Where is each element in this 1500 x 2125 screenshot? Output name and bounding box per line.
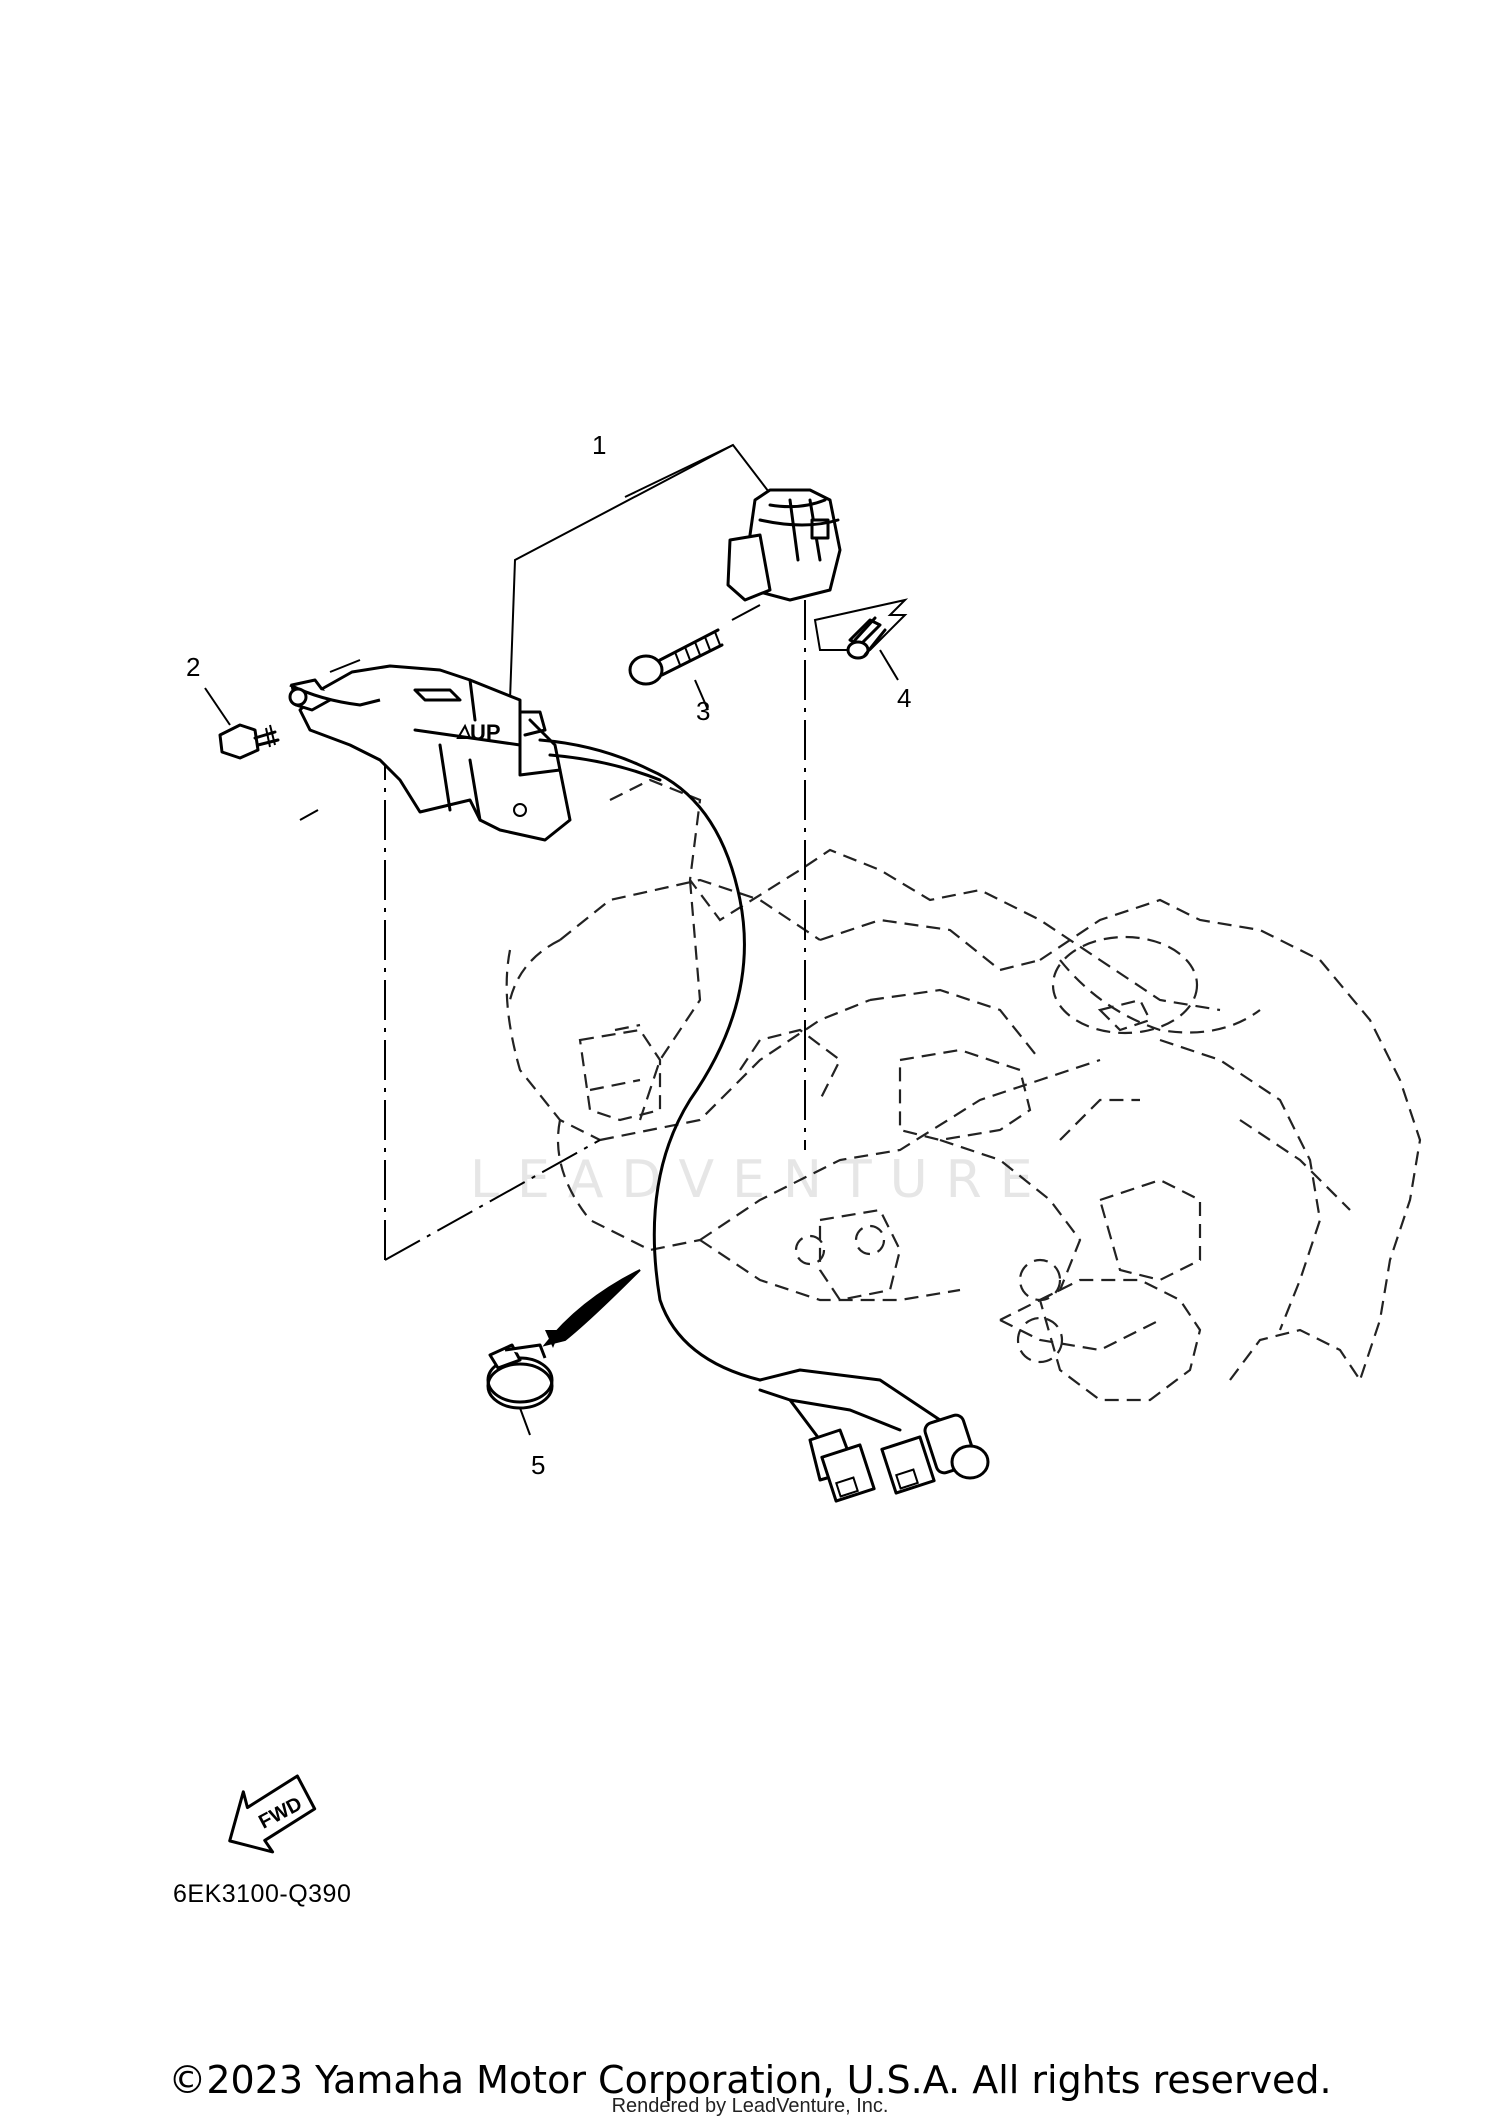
callout-2: 2 — [186, 652, 201, 682]
callout-5: 5 — [531, 1450, 546, 1480]
part-4-pin — [813, 598, 909, 681]
trim-sensor-body: UP — [298, 664, 762, 1382]
fwd-arrow-icon: FWD — [228, 1774, 317, 1854]
callout-1: 1 — [592, 430, 607, 460]
wire-harness — [758, 1368, 990, 1503]
part-5-clamp — [486, 1269, 641, 1436]
callout-3: 3 — [696, 696, 711, 726]
diagram-code: 6EK3100-Q390 — [173, 1880, 352, 1908]
rendered-by-credit: Rendered by LeadVenture, Inc. — [611, 2095, 889, 2117]
part-3-screw — [628, 604, 761, 711]
trim-sensor-cap — [726, 488, 842, 602]
sensor-up-marking: UP — [470, 720, 501, 745]
assembly-guide-lines — [299, 600, 806, 1261]
part-2-bolt — [204, 678, 381, 760]
engine-bracket-phantom — [505, 778, 1422, 1402]
copyright-notice: ©2023 Yamaha Motor Corporation, U.S.A. A… — [168, 2058, 1332, 2102]
callout-1-leader — [509, 443, 776, 701]
callout-4: 4 — [897, 683, 912, 713]
